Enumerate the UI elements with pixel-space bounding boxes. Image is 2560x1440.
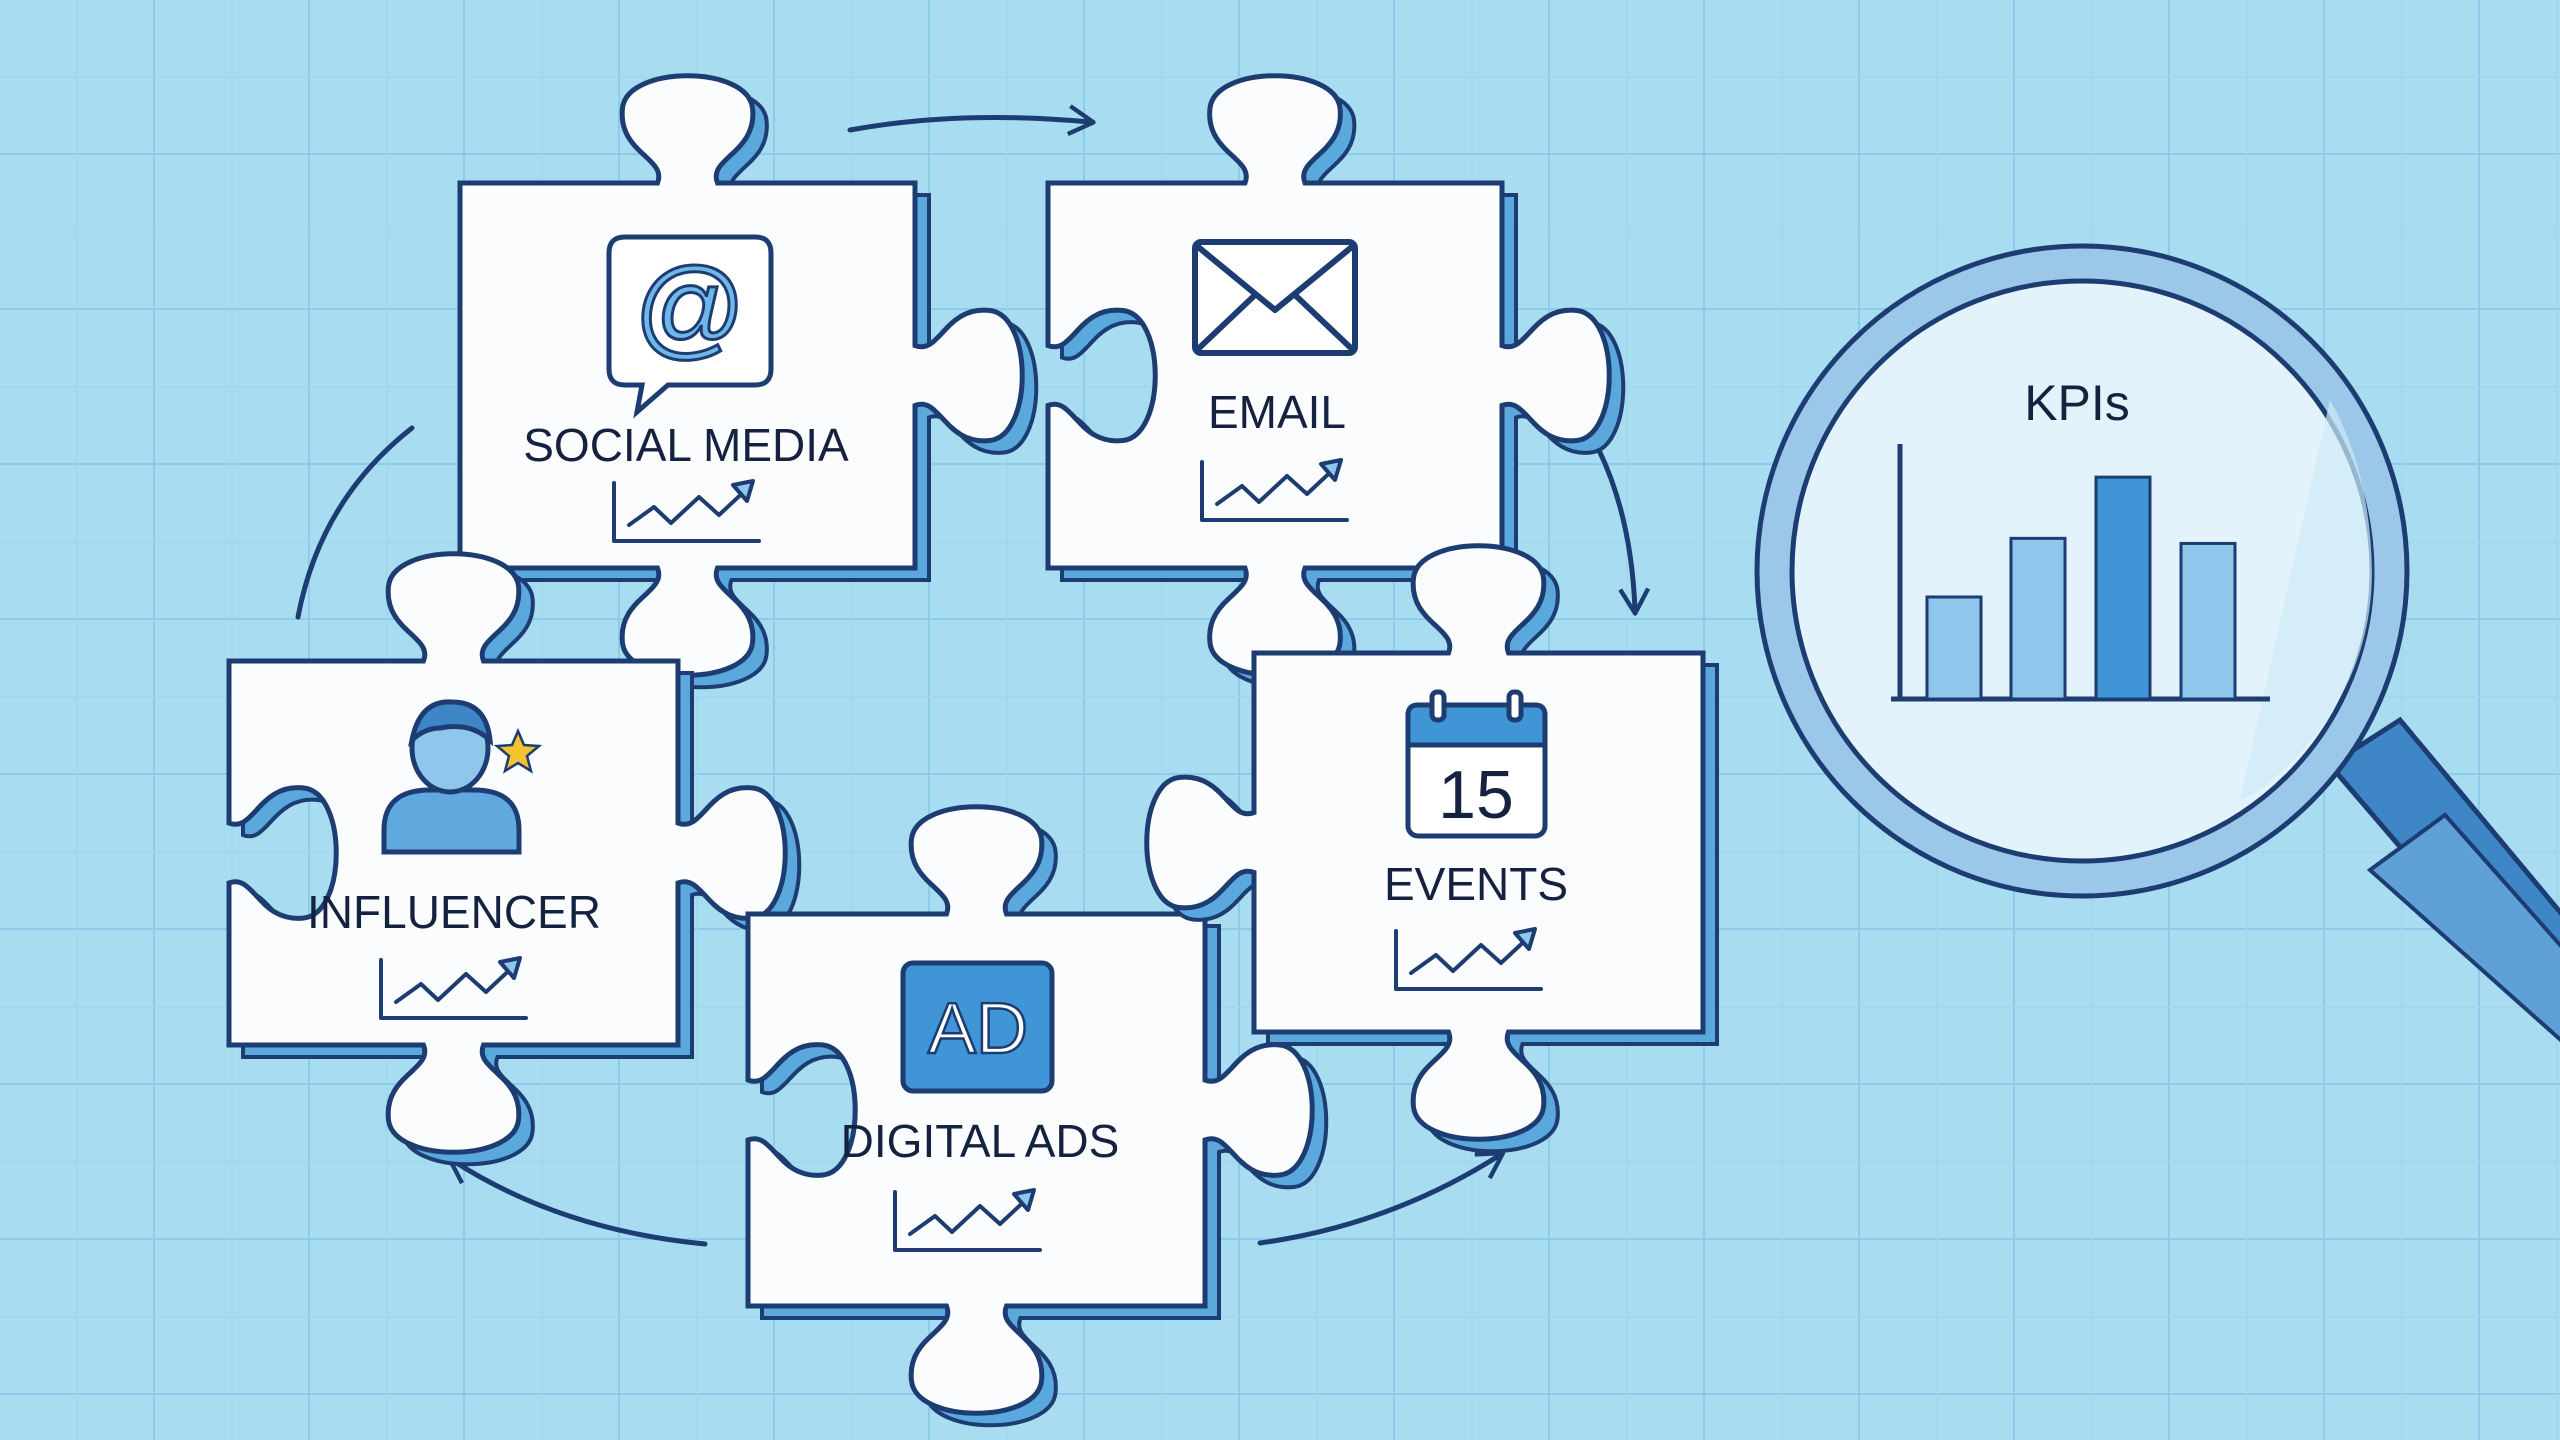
- kpi-bar-3: [2094, 475, 2152, 701]
- puzzle-piece-email: [1045, 73, 1626, 690]
- arrow-social-to-email: [847, 104, 1096, 137]
- calendar-icon: 15: [1405, 689, 1548, 839]
- kpi-bar-1: [1925, 595, 1983, 701]
- kpi-bar-2: [2009, 536, 2067, 701]
- kpi-bar-4: [2179, 541, 2237, 701]
- arrow-ads-to-influencer: [446, 1155, 708, 1247]
- star-icon: [493, 727, 543, 774]
- digital-ads-label: DIGITAL ADS: [841, 1115, 1120, 1167]
- at-sign-glyph: @: [634, 246, 746, 369]
- events-label: EVENTS: [1384, 858, 1568, 910]
- piece-body: [1144, 543, 1706, 1142]
- kpis-title: KPIs: [2024, 375, 2130, 431]
- arc-influencer-to-social: [295, 425, 415, 620]
- ad-glyph: AD: [928, 989, 1028, 1069]
- person-with-star-icon: [381, 699, 543, 855]
- piece-body: [745, 804, 1315, 1416]
- trend-chart-icon-social-media: [612, 479, 761, 543]
- trend-chart-icon-events: [1394, 927, 1543, 991]
- magnifying-glass: KPIs: [1754, 243, 2560, 1043]
- calendar-day: 15: [1438, 757, 1514, 833]
- kpi-bar-chart: [1891, 444, 2270, 702]
- trend-chart-icon-influencer: [379, 956, 528, 1020]
- social-media-icon: @: [606, 234, 774, 419]
- social-media-label: SOCIAL MEDIA: [523, 419, 849, 471]
- arrow-ads-to-events: [1257, 1150, 1506, 1246]
- trend-chart-icon-digital-ads: [893, 1188, 1042, 1252]
- email-label: EMAIL: [1208, 386, 1346, 438]
- influencer-label: INFLUENCER: [307, 886, 601, 938]
- ad-box-icon: AD: [900, 960, 1055, 1094]
- puzzle-piece-events: [1144, 543, 1719, 1154]
- trend-chart-icon-email: [1200, 458, 1349, 522]
- envelope-icon: [1192, 239, 1358, 356]
